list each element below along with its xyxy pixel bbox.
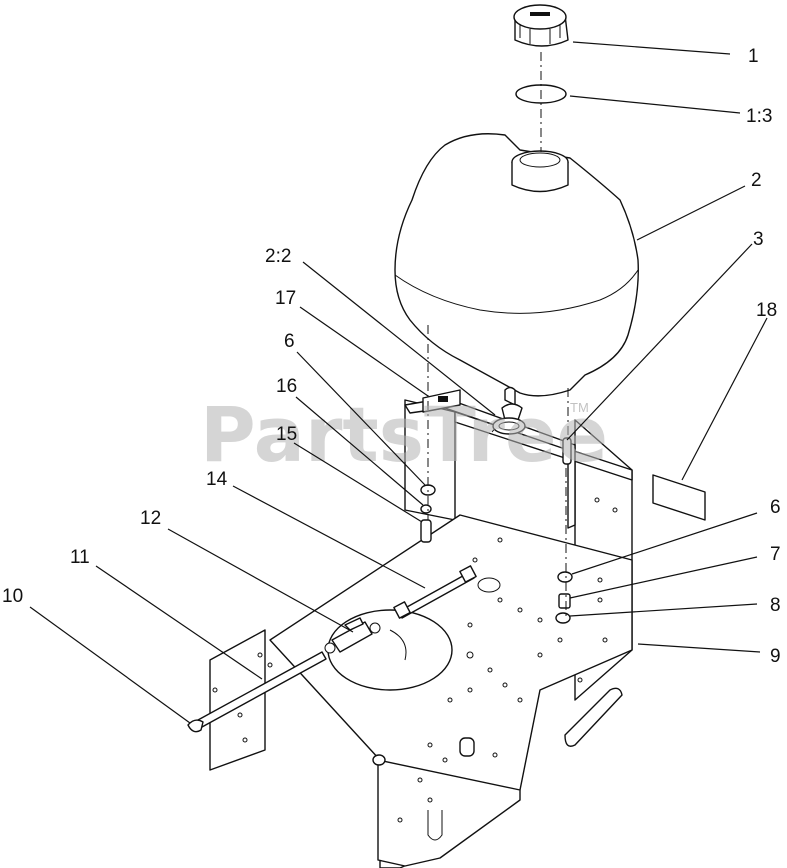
- fuel-tank: [394, 133, 639, 433]
- callout-labels: 1 1:3 2 3 2:2 17 18 6 16 15 14 12 11 10 …: [2, 46, 781, 667]
- callout-7: 7: [770, 544, 781, 565]
- callout-2: 2: [751, 170, 762, 191]
- callout-6-right: 6: [770, 497, 781, 518]
- frame-chassis: [209, 397, 633, 868]
- callout-3: 3: [753, 229, 764, 250]
- callout-9: 9: [770, 646, 781, 667]
- right-hardware: [555, 571, 573, 624]
- callout-8: 8: [770, 595, 781, 616]
- fuel-cap: [513, 4, 569, 47]
- tank-grommet: [492, 417, 526, 435]
- deck-holes: [212, 497, 618, 823]
- leader-lines: [29, 41, 768, 724]
- fuel-lines: [187, 565, 477, 733]
- callout-10: 10: [2, 586, 23, 607]
- callout-18: 18: [756, 300, 777, 321]
- callout-17: 17: [275, 288, 296, 309]
- callout-12: 12: [140, 508, 161, 529]
- callout-1: 1: [748, 46, 759, 67]
- callout-14: 14: [206, 469, 228, 490]
- callout-6-left: 6: [284, 331, 295, 352]
- callout-1-3: 1:3: [746, 106, 772, 127]
- callout-2-2: 2:2: [265, 246, 291, 267]
- callout-16: 16: [276, 376, 297, 397]
- callout-11: 11: [70, 547, 90, 568]
- watermark-text: PartsTree: [200, 390, 608, 479]
- stud-3: [562, 437, 572, 465]
- callout-15: 15: [276, 424, 297, 445]
- watermark-tm: TM: [570, 400, 589, 415]
- decal-18: [652, 474, 706, 521]
